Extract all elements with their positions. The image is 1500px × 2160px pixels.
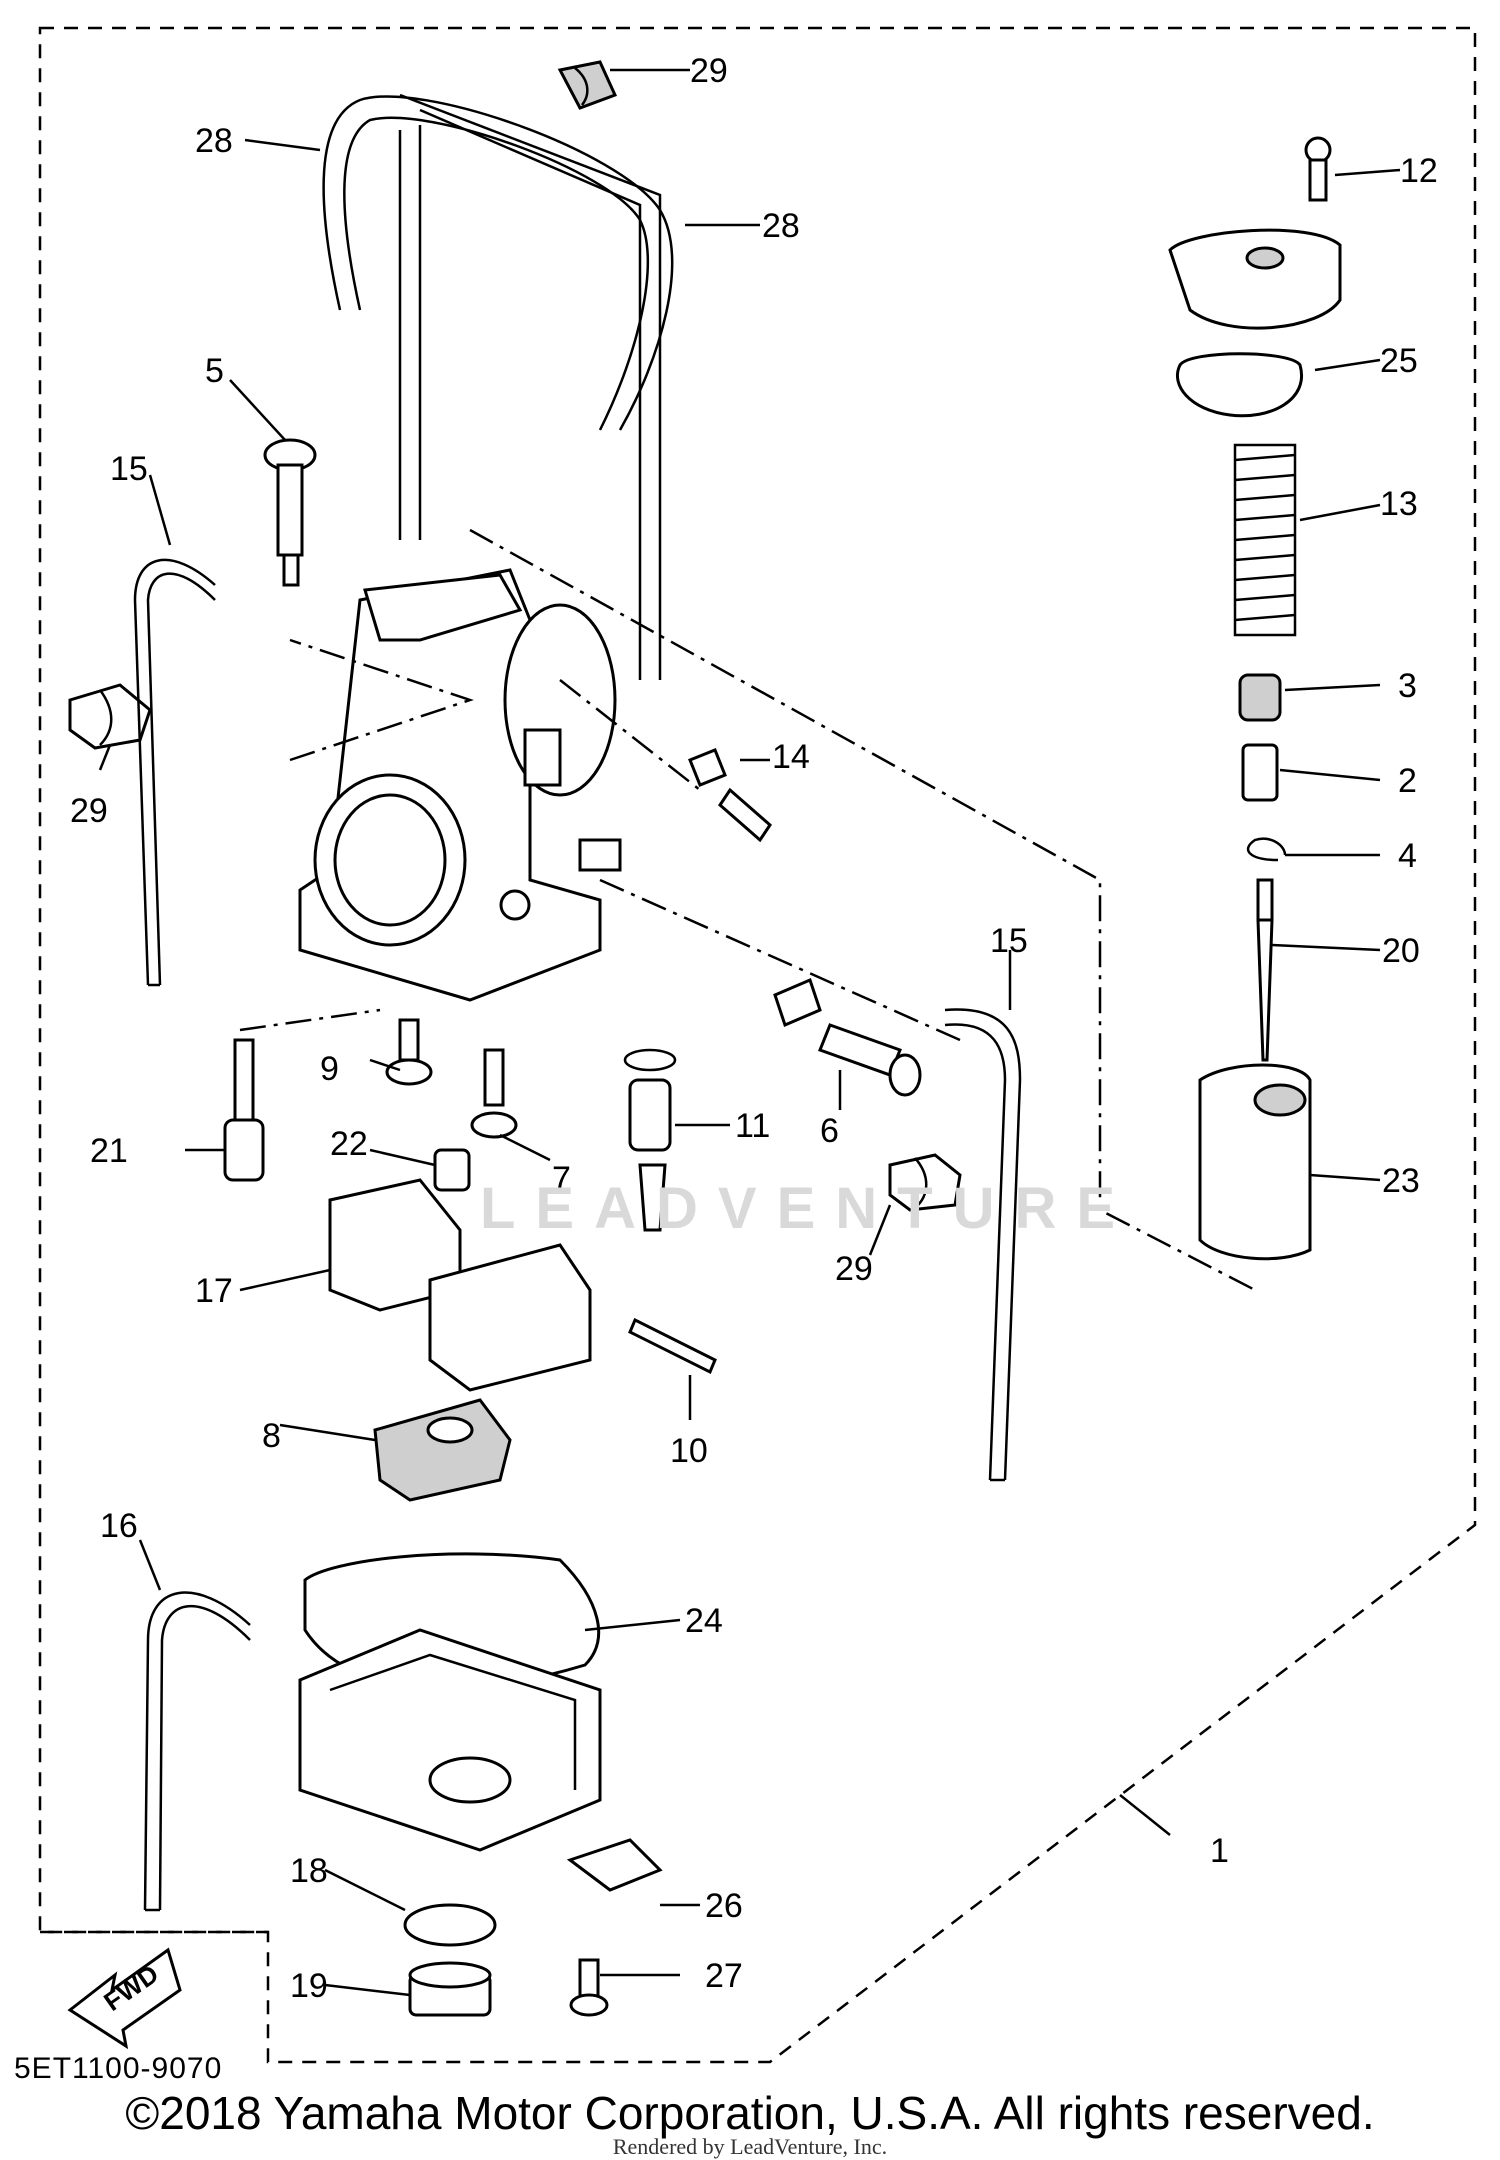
screw-7 bbox=[470, 1048, 518, 1139]
callout-14: 14 bbox=[772, 738, 810, 776]
callout-4: 4 bbox=[1398, 837, 1417, 875]
clip-29-right bbox=[888, 1153, 962, 1212]
float-17 bbox=[328, 1178, 592, 1392]
callouts: 29 28 28 12 25 13 3 2 4 20 23 5 14 15 15… bbox=[70, 52, 1438, 2005]
clip-29-left bbox=[68, 683, 152, 750]
needle-clip-2 bbox=[1241, 743, 1279, 802]
callout-13: 13 bbox=[1380, 485, 1418, 523]
callout-17: 17 bbox=[195, 1272, 233, 1310]
throttle-stop-6 bbox=[773, 977, 922, 1097]
pilot-screw-14 bbox=[688, 748, 772, 843]
vent-hose-28 bbox=[322, 93, 674, 680]
drain-hose-16 bbox=[143, 1591, 251, 1912]
callout-20: 20 bbox=[1382, 932, 1420, 970]
starter-plunger-5 bbox=[263, 438, 317, 587]
callout-5: 5 bbox=[205, 352, 224, 390]
rendered-by-notice: Rendered by LeadVenture, Inc. bbox=[612, 2134, 888, 2159]
callout-2: 2 bbox=[1398, 762, 1417, 800]
starter-jet-21 bbox=[223, 1038, 265, 1182]
callout-8: 8 bbox=[262, 1417, 281, 1455]
callout-28-left: 28 bbox=[195, 122, 233, 160]
spring-13 bbox=[1233, 443, 1297, 637]
needle-holder-3 bbox=[1238, 673, 1282, 722]
copyright-notice: ©2018 Yamaha Motor Corporation, U.S.A. A… bbox=[125, 2087, 1375, 2139]
callout-25: 25 bbox=[1380, 342, 1418, 380]
main-jet-22 bbox=[433, 1148, 471, 1192]
callout-24: 24 bbox=[685, 1602, 723, 1640]
e-clip-4 bbox=[1247, 837, 1287, 862]
drain-plug-19 bbox=[408, 1961, 492, 2017]
assembly-line bbox=[289, 638, 474, 762]
gasket-25 bbox=[1176, 352, 1303, 418]
callout-1: 1 bbox=[1210, 1832, 1229, 1870]
kit-boundary bbox=[38, 26, 1477, 2064]
callout-22: 22 bbox=[330, 1125, 368, 1163]
callout-3: 3 bbox=[1398, 667, 1417, 705]
callout-7: 7 bbox=[552, 1160, 571, 1198]
callout-26: 26 bbox=[705, 1887, 743, 1925]
screw-27 bbox=[569, 1958, 609, 2017]
callout-29-left: 29 bbox=[70, 792, 108, 830]
overflow-hose-15-right bbox=[944, 1008, 1022, 1482]
callout-21: 21 bbox=[90, 1132, 128, 1170]
callout-9: 9 bbox=[320, 1050, 339, 1088]
callout-16: 16 bbox=[100, 1507, 138, 1545]
callout-18: 18 bbox=[290, 1852, 328, 1890]
callout-10: 10 bbox=[670, 1432, 708, 1470]
assembly-line bbox=[469, 528, 1256, 1292]
screw-9 bbox=[385, 1018, 433, 1086]
callout-15-left: 15 bbox=[110, 450, 148, 488]
leaders bbox=[98, 68, 1401, 1997]
callout-11: 11 bbox=[735, 1107, 770, 1145]
assembly-line bbox=[239, 1008, 381, 1032]
callout-28-right: 28 bbox=[762, 207, 800, 245]
callout-23: 23 bbox=[1382, 1162, 1420, 1200]
float-pin-10 bbox=[628, 1317, 717, 1375]
callout-27: 27 bbox=[705, 1957, 743, 1995]
jet-needle-20 bbox=[1256, 878, 1274, 1062]
callout-12: 12 bbox=[1400, 152, 1438, 190]
callout-6: 6 bbox=[820, 1112, 839, 1150]
callout-15-right: 15 bbox=[990, 922, 1028, 960]
callout-29-right: 29 bbox=[835, 1250, 873, 1288]
float-bowl bbox=[298, 1628, 602, 1852]
watermark: LEADVENTURE bbox=[480, 1176, 1136, 1241]
overflow-hose-15-left bbox=[133, 558, 216, 987]
o-ring-18 bbox=[403, 1903, 497, 1947]
needle-valve-11 bbox=[623, 1048, 677, 1232]
clip-29-top bbox=[557, 60, 618, 110]
screw-12 bbox=[1304, 136, 1332, 202]
top-cover bbox=[1168, 228, 1342, 330]
fwd-arrow: FWD bbox=[67, 1947, 182, 2050]
carburetor-body bbox=[298, 568, 622, 1002]
callout-29-top: 29 bbox=[690, 52, 728, 90]
assembly-line bbox=[559, 679, 701, 791]
plate-26 bbox=[566, 1838, 663, 1892]
drawing-code: 5ET1100-9070 bbox=[14, 2052, 223, 2085]
throttle-valve-23 bbox=[1198, 1063, 1312, 1261]
assembly-line bbox=[599, 878, 961, 1042]
callout-19: 19 bbox=[290, 1967, 328, 2005]
baffle-8 bbox=[373, 1398, 512, 1502]
